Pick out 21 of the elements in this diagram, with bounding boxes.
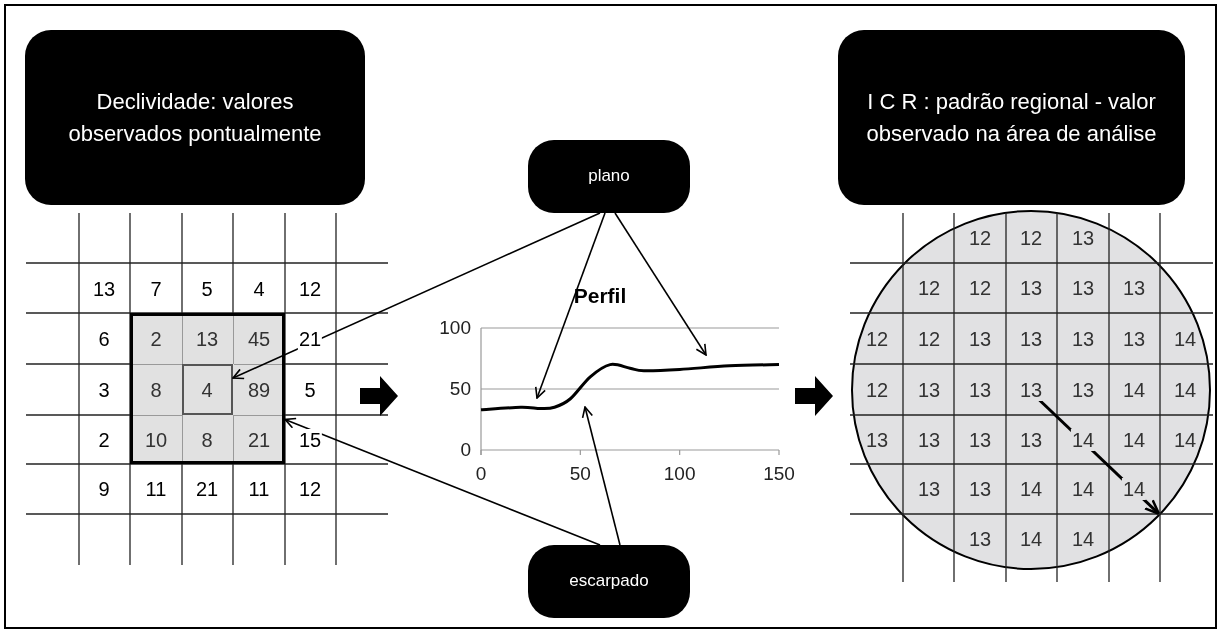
center-cell-outline (182, 364, 233, 415)
cell-value: 14 (1121, 478, 1147, 500)
axis-tick-label: 50 (448, 378, 471, 400)
profile-curve (480, 362, 780, 412)
cell-value: 14 (1070, 429, 1096, 451)
axis-tick-label: 0 (474, 463, 488, 485)
rounded-label-box: Declividade: valores observados pontualmente (25, 30, 365, 205)
chart-title: Perfil (572, 284, 628, 308)
rounded-label-box: escarpado (528, 545, 690, 618)
leader-arrow (534, 212, 606, 399)
leader-arrow (284, 417, 601, 546)
axis-tick-label: 100 (438, 317, 471, 339)
rounded-label-box: plano (528, 140, 690, 213)
axis-tick-label: 0 (459, 439, 471, 461)
axis-tick-label: 100 (662, 463, 697, 485)
axis-tick-label: 150 (762, 463, 796, 485)
rounded-label-box: I C R : padrão regional - valor observado na área de análise (838, 30, 1185, 205)
axis-tick-label: 50 (568, 463, 592, 485)
leader-arrow (232, 212, 601, 380)
leader-arrow (614, 212, 707, 356)
leader-arrow (581, 406, 621, 546)
